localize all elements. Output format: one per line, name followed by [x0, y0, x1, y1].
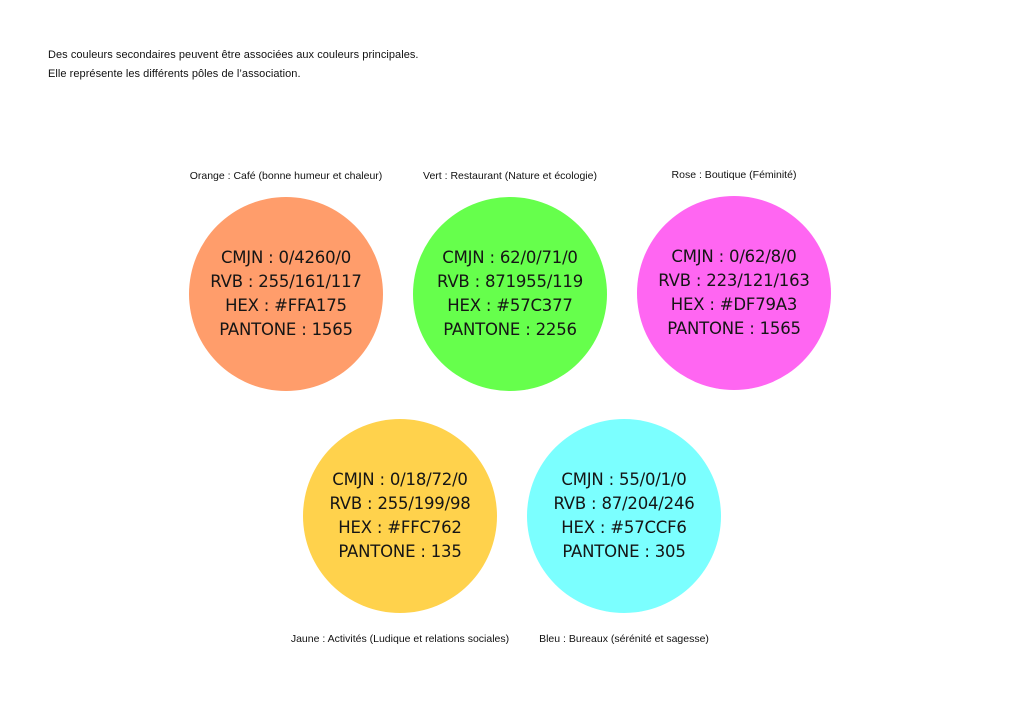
intro-line-1: Des couleurs secondaires peuvent être as… — [48, 49, 419, 61]
hex-value: HEX : #FFC762 — [338, 518, 462, 537]
cmjn-value: CMJN : 0/18/72/0 — [332, 470, 468, 489]
pantone-value: PANTONE : 1565 — [219, 320, 353, 339]
swatch-yellow: CMJN : 0/18/72/0 RVB : 255/199/98 HEX : … — [291, 419, 509, 645]
rvb-value: RVB : 871955/119 — [436, 272, 584, 291]
hex-value: HEX : #DF79A3 — [670, 295, 798, 314]
hex-value: HEX : #57CCF6 — [561, 518, 687, 537]
rvb-value: RVB : 223/121/163 — [658, 271, 810, 290]
color-circle: CMJN : 62/0/71/0 RVB : 871955/119 HEX : … — [413, 197, 607, 391]
color-circle: CMJN : 55/0/1/0 RVB : 87/204/246 HEX : #… — [527, 419, 721, 613]
hex-value: HEX : #FFA175 — [225, 296, 347, 315]
pantone-value: PANTONE : 305 — [562, 542, 686, 561]
swatch-green: Vert : Restaurant (Nature et écologie) C… — [410, 170, 610, 397]
swatch-orange: Orange : Café (bonne humeur et chaleur) … — [186, 170, 386, 397]
rvb-value: RVB : 255/199/98 — [329, 494, 471, 513]
swatch-blue: CMJN : 55/0/1/0 RVB : 87/204/246 HEX : #… — [524, 419, 724, 645]
swatch-caption: Orange : Café (bonne humeur et chaleur) — [189, 170, 383, 182]
cmjn-value: CMJN : 0/62/8/0 — [671, 247, 797, 266]
cmjn-value: CMJN : 0/4260/0 — [220, 248, 352, 267]
cmjn-value: CMJN : 55/0/1/0 — [561, 470, 687, 489]
swatch-caption: Bleu : Bureaux (sérénité et sagesse) — [539, 633, 709, 645]
pantone-value: PANTONE : 135 — [338, 542, 462, 561]
swatch-caption: Rose : Boutique (Féminité) — [671, 169, 797, 181]
cmjn-value: CMJN : 62/0/71/0 — [442, 248, 578, 267]
color-circle: CMJN : 0/4260/0 RVB : 255/161/117 HEX : … — [189, 197, 383, 391]
swatch-caption: Jaune : Activités (Ludique et relations … — [290, 633, 510, 645]
pantone-value: PANTONE : 1565 — [667, 319, 801, 338]
intro-line-2: Elle représente les différents pôles de … — [48, 68, 301, 80]
swatch-pink: Rose : Boutique (Féminité) CMJN : 0/62/8… — [634, 169, 834, 396]
hex-value: HEX : #57C377 — [447, 296, 573, 315]
color-circle: CMJN : 0/18/72/0 RVB : 255/199/98 HEX : … — [303, 419, 497, 613]
intro-text: Des couleurs secondaires peuvent être as… — [48, 46, 419, 84]
swatch-caption: Vert : Restaurant (Nature et écologie) — [423, 170, 597, 182]
color-circle: CMJN : 0/62/8/0 RVB : 223/121/163 HEX : … — [637, 196, 831, 390]
rvb-value: RVB : 87/204/246 — [553, 494, 695, 513]
rvb-value: RVB : 255/161/117 — [210, 272, 362, 291]
pantone-value: PANTONE : 2256 — [443, 320, 577, 339]
